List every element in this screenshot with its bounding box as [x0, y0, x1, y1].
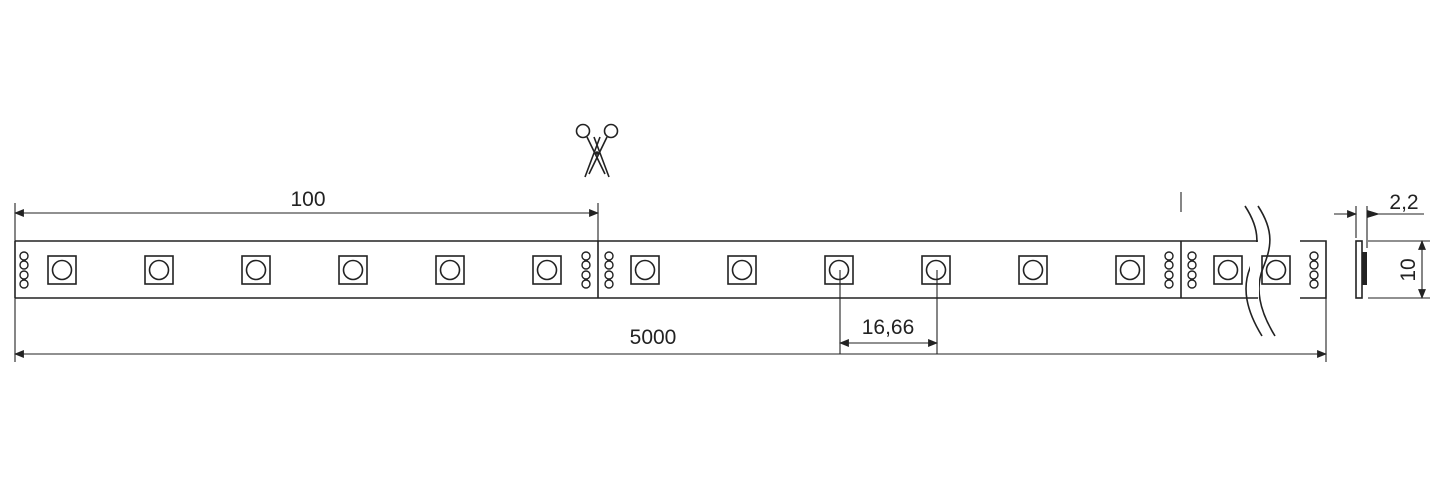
solder-pad-group [1164, 251, 1174, 289]
led-chip [1115, 255, 1145, 285]
led-chip [1213, 255, 1243, 285]
dimension-100: 100 [14, 188, 599, 241]
solder-pad [19, 270, 29, 280]
break-symbol [1244, 205, 1276, 337]
led-chip [532, 255, 562, 285]
solder-pad-group [19, 251, 29, 289]
led-chip [630, 255, 660, 285]
solder-pad [581, 251, 591, 261]
solder-pad [19, 251, 29, 261]
solder-pad-group [1187, 251, 1197, 289]
solder-pads [19, 251, 1319, 289]
led-chip [921, 255, 951, 285]
solder-pad [604, 270, 614, 280]
solder-pad [581, 279, 591, 289]
solder-pad [19, 279, 29, 289]
led-chip [727, 255, 757, 285]
dimension-pitch: 16,66 [839, 270, 938, 354]
solder-pad-group [604, 251, 614, 289]
led-chips [47, 255, 1291, 285]
solder-pad [19, 260, 29, 270]
solder-pad [1187, 260, 1197, 270]
solder-pad [1164, 279, 1174, 289]
solder-pad [1309, 251, 1319, 261]
solder-pad [604, 251, 614, 261]
solder-pad [581, 260, 591, 270]
led-chip [338, 255, 368, 285]
solder-pad [604, 260, 614, 270]
solder-pad [1309, 279, 1319, 289]
dimension-pitch-label: 16,66 [862, 316, 915, 339]
solder-pad [1164, 260, 1174, 270]
solder-pad [1309, 260, 1319, 270]
solder-pad [1187, 270, 1197, 280]
dimension-100-label: 100 [290, 188, 325, 211]
solder-pad [1187, 251, 1197, 261]
led-chip [241, 255, 271, 285]
solder-pad [604, 279, 614, 289]
solder-pad [1309, 270, 1319, 280]
led-strip [14, 240, 1327, 299]
solder-pad [1187, 279, 1197, 289]
dimension-thickness-label: 2,2 [1389, 191, 1418, 214]
led-chip [47, 255, 77, 285]
led-chip [435, 255, 465, 285]
scissors-icon [575, 123, 619, 178]
solder-pad-group [581, 251, 591, 289]
dimension-5000: 5000 [14, 298, 1327, 362]
solder-pad [581, 270, 591, 280]
dimension-width-label: 10 [1397, 258, 1420, 281]
led-chip [1018, 255, 1048, 285]
solder-pad [1164, 270, 1174, 280]
solder-pad [1164, 251, 1174, 261]
led-chip [144, 255, 174, 285]
solder-pad-group [1309, 251, 1319, 289]
strip-cross-section: 2,2 10 [1334, 191, 1430, 299]
led-chip [1261, 255, 1291, 285]
led-chip [824, 255, 854, 285]
dimension-5000-label: 5000 [630, 326, 677, 349]
